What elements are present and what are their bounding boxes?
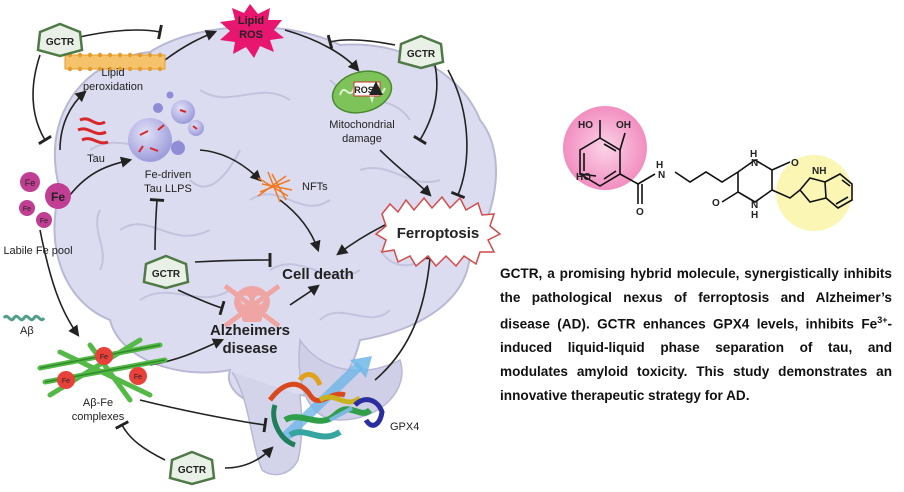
summary-text: GCTR, a promising hybrid molecule, syner… xyxy=(500,262,892,407)
mito-label-1: Mitochondrial xyxy=(329,119,394,131)
arrow-lipidpx-to-ros xyxy=(164,30,218,61)
arrow-nfts-to-death xyxy=(279,199,321,253)
abeta-label: Aβ xyxy=(20,325,34,337)
alzheimers-label-2: disease xyxy=(222,340,277,357)
fe-ion-1: Fe xyxy=(25,178,36,188)
abeta-fe-node: Fe Fe Fe Aβ-Fe complexes xyxy=(37,337,168,423)
arrow-labile-to-lipidpx xyxy=(59,90,87,151)
atom-6: N xyxy=(658,170,665,181)
atom-9: N xyxy=(751,158,758,169)
inhibit-gctr-to-ad xyxy=(177,289,226,316)
inhibit-gctr-top-left xyxy=(32,54,52,145)
gpx4-label: GPX4 xyxy=(390,421,419,433)
atom-2: OH xyxy=(616,120,631,131)
gctr-label-2: GCTR xyxy=(407,49,436,60)
inhibit-gctr-to-mito xyxy=(326,34,396,50)
cell-death-label: Cell death xyxy=(282,266,354,283)
pathway-arrows xyxy=(32,24,468,469)
inhibit-gpx4-to-ferro xyxy=(374,255,438,381)
atom-3: HO xyxy=(576,172,591,183)
ferroptosis-label: Ferroptosis xyxy=(397,225,480,242)
lipid-ros-label-1: Lipid xyxy=(238,15,264,27)
atom-10: NH xyxy=(812,166,826,177)
fe-ion-3: Fe xyxy=(23,206,31,213)
abeta-node: Aβ xyxy=(2,314,46,337)
fe-ion-4: Fe xyxy=(40,218,48,225)
abeta-fe-ion-3: Fe xyxy=(134,374,142,381)
inhibit-gctr-to-ferro xyxy=(447,69,468,200)
atom-7: O xyxy=(791,158,799,169)
arrow-gctr-to-gpx4 xyxy=(224,446,274,469)
arrow-labile-to-abeta xyxy=(39,229,80,337)
abeta-fe-label-1: Aβ-Fe xyxy=(83,397,113,409)
labile-fe-label: Labile Fe pool xyxy=(3,245,72,257)
gctr-node-top-left: GCTR xyxy=(36,22,84,58)
inhibit-abeta-to-gpx4 xyxy=(139,399,268,433)
ros-badge: ROS xyxy=(354,85,374,95)
gctr-label-3: GCTR xyxy=(152,269,181,280)
atom-11: O xyxy=(712,198,720,209)
lipid-peroxidation-label-2: peroxidation xyxy=(83,81,143,93)
inhibit-gctr-to-ros xyxy=(74,24,163,40)
summary-part-1: GCTR, a promising hybrid molecule, syner… xyxy=(500,266,892,332)
tau-node: Tau xyxy=(77,117,109,165)
nfts-label: NFTs xyxy=(302,181,328,193)
tau-label: Tau xyxy=(87,153,105,165)
fe-ion-2: Fe xyxy=(51,190,65,204)
lipid-ros-label-2: ROS xyxy=(239,29,263,41)
gctr-node-top-right: GCTR xyxy=(397,34,445,70)
nfts-node: NFTs xyxy=(257,171,328,203)
skull-icon xyxy=(223,283,281,329)
arrow-labile-to-llps xyxy=(69,156,133,196)
atom-5: H xyxy=(656,160,663,171)
atom-12: N xyxy=(751,200,758,211)
inhibit-gctr-to-abeta xyxy=(114,420,166,461)
gctr-label-4: GCTR xyxy=(178,465,207,476)
atom-8: H xyxy=(750,149,757,160)
arrow-mito-to-ferro xyxy=(379,149,432,197)
lipid-peroxidation-node: Lipid peroxidation xyxy=(64,52,166,93)
lipid-peroxidation-label-1: Lipid xyxy=(101,67,124,79)
mito-label-2: damage xyxy=(342,133,382,145)
gctr-structure: HO OH HO O H N O H N NH O N H xyxy=(563,106,853,231)
fe-tau-label-2: Tau LLPS xyxy=(144,183,192,195)
tau-llps-node: Fe-driven Tau LLPS xyxy=(128,91,204,195)
atom-1: HO xyxy=(578,120,593,131)
fe-tau-label-1: Fe-driven xyxy=(145,169,191,181)
summary-superscript: 3+ xyxy=(877,315,888,326)
gctr-node-bottom: GCTR xyxy=(168,450,216,486)
lipid-ros-node: Lipid ROS xyxy=(220,4,284,58)
abeta-fe-ion-1: Fe xyxy=(100,354,108,361)
gctr-node-center: GCTR xyxy=(142,254,190,290)
inhibit-gctr-to-llps xyxy=(149,198,165,251)
alzheimers-node: Alzheimers disease xyxy=(210,283,290,357)
ferroptosis-node: Ferroptosis xyxy=(374,195,502,268)
atom-4: O xyxy=(636,207,644,218)
inhibit-gctr-to-mito-right xyxy=(413,64,438,145)
mitochondria-node: ROS Mitochondrial damage xyxy=(329,70,395,145)
summary-part-2: -induced liquid-liquid phase separation … xyxy=(500,316,892,403)
gpx4-node: GPX4 xyxy=(268,356,419,448)
abeta-fe-label-2: complexes xyxy=(72,411,125,423)
gctr-label-1: GCTR xyxy=(46,37,75,48)
arrow-ferro-to-death xyxy=(336,224,386,256)
abeta-fe-ion-2: Fe xyxy=(62,378,70,385)
labile-fe-pool-node: Fe Fe Fe Fe Labile Fe pool xyxy=(3,172,73,257)
arrow-ad-to-death xyxy=(289,284,320,306)
alzheimers-label-1: Alzheimers xyxy=(210,322,290,339)
atom-13: H xyxy=(751,210,758,221)
inhibit-gctr-to-death xyxy=(194,252,272,268)
arrow-llps-to-nfts xyxy=(199,149,262,182)
